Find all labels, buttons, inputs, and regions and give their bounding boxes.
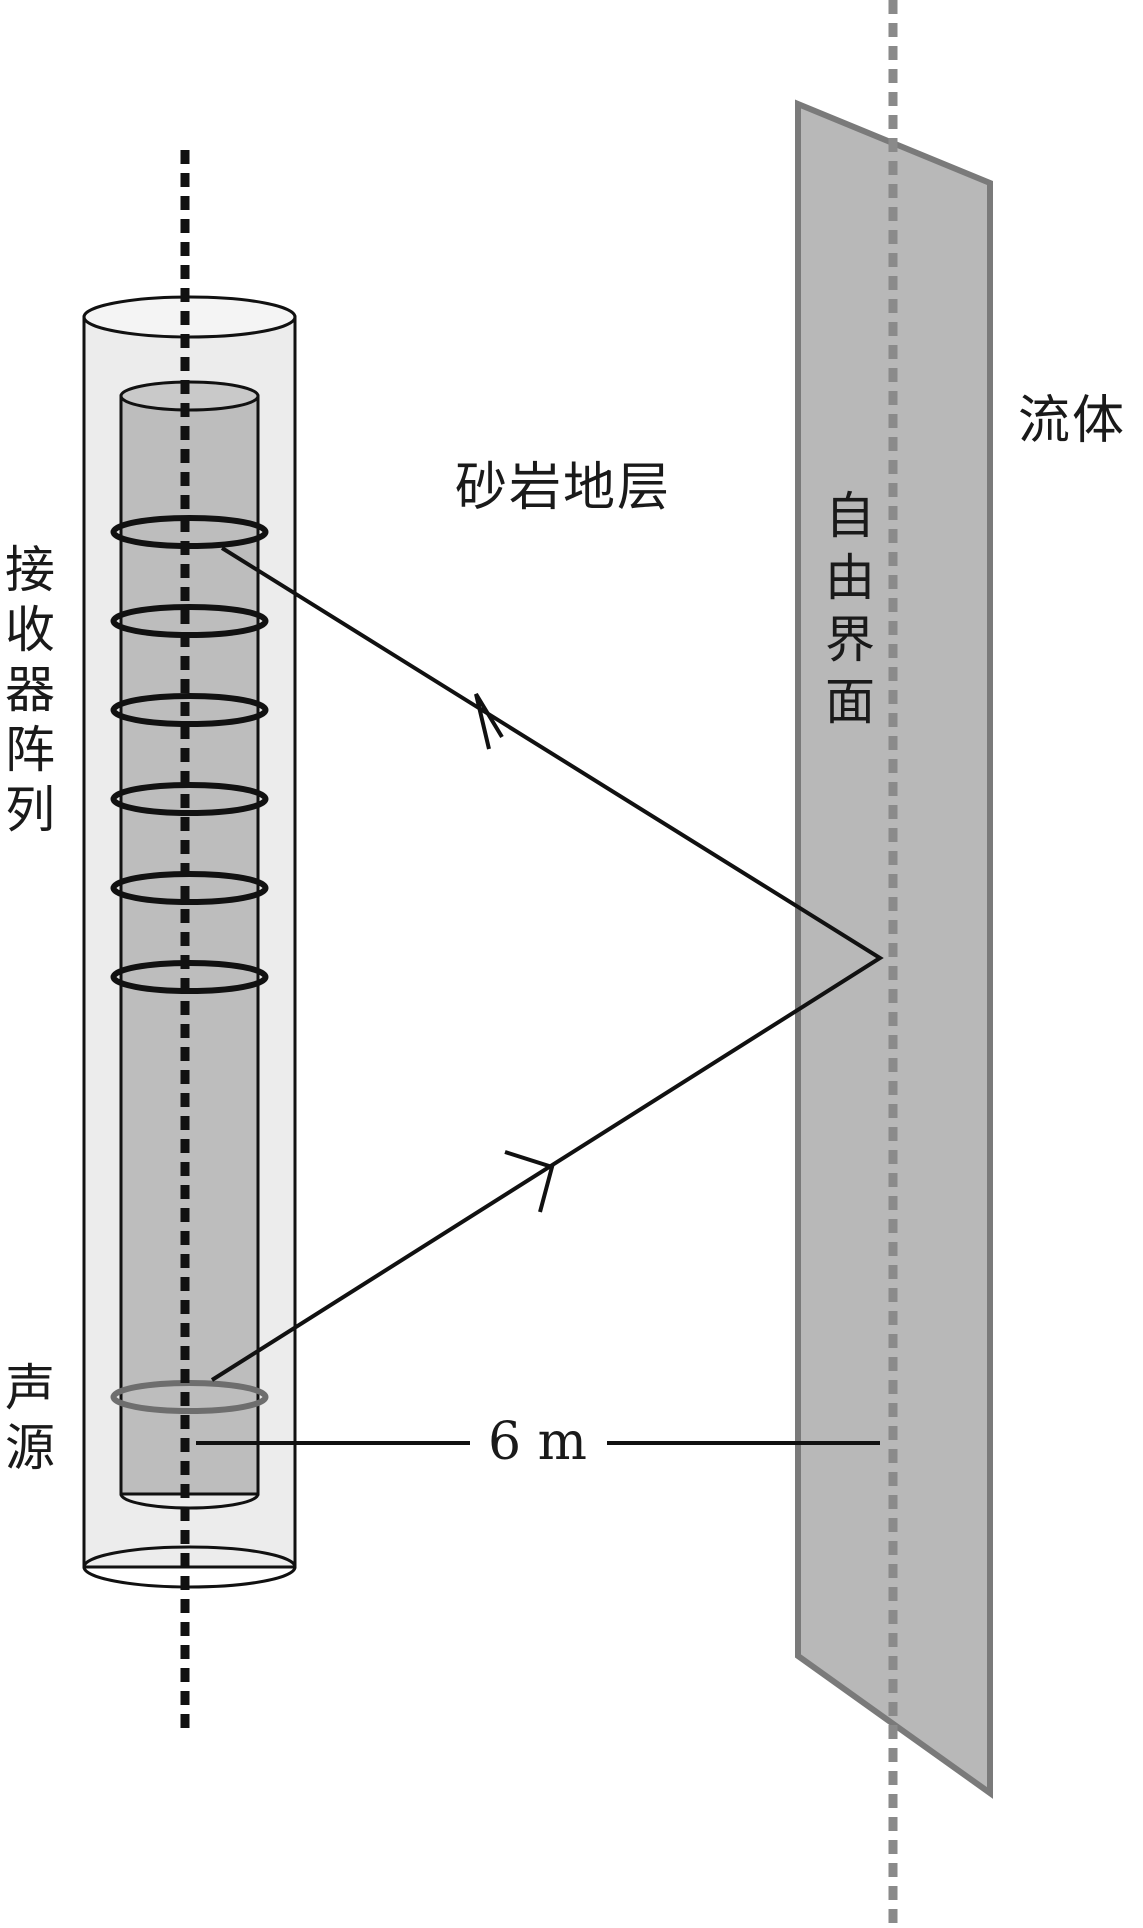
ray-arrow-return	[474, 692, 504, 750]
ray-arrow-up	[504, 1150, 555, 1213]
receiver-array-label: 接收器阵列	[5, 541, 55, 839]
acoustic-ray-path	[210, 546, 884, 1382]
receiver-ring	[110, 693, 269, 727]
free-interface-label: 自由界面	[825, 487, 875, 731]
source-label: 声源	[5, 1359, 55, 1477]
distance-label: 6 m	[482, 1416, 593, 1468]
fluid-label: 流体	[1018, 391, 1127, 451]
sandstone-formation-label: 砂岩地层	[455, 458, 672, 518]
